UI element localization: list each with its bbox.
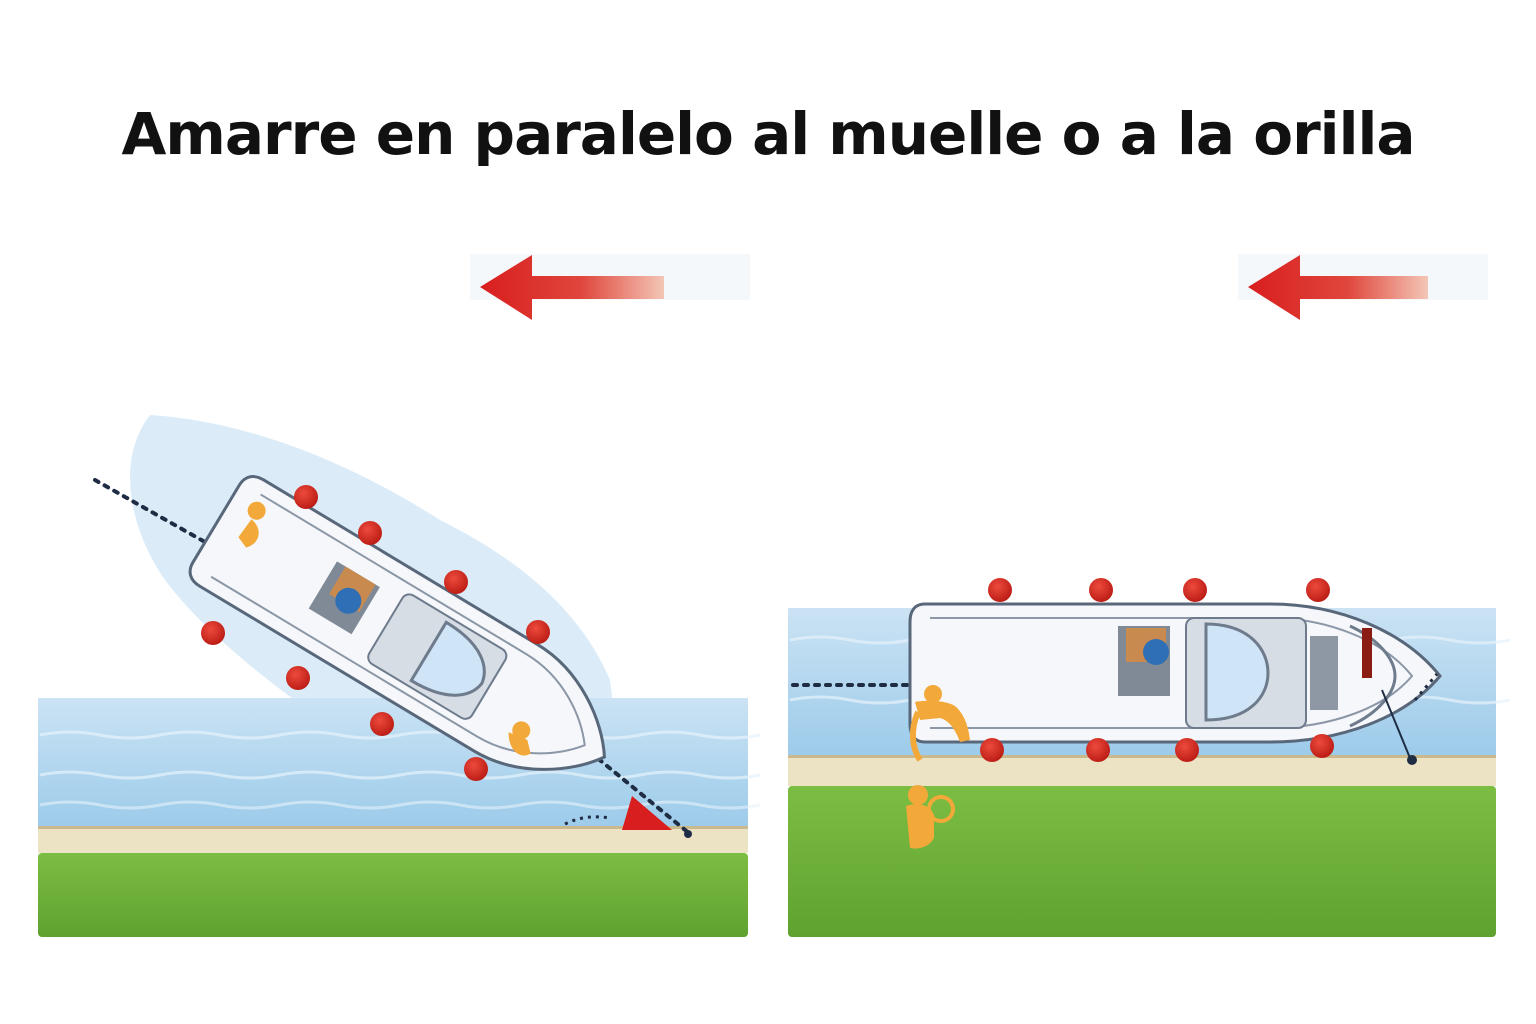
crew-member-stern — [238, 501, 266, 548]
crew-member-bow — [508, 721, 531, 756]
bow-line-right — [1381, 689, 1411, 759]
fenders-left — [201, 485, 550, 781]
current-direction-arrow-left — [470, 254, 750, 320]
crew-member-shore — [906, 785, 955, 849]
dock-cleat-icon — [684, 830, 692, 838]
grass-right — [788, 786, 1496, 937]
mooring-point-marker — [622, 796, 672, 830]
helmsman-icon-right — [1143, 639, 1169, 665]
panel-left — [38, 254, 761, 937]
boat-approaching — [188, 475, 606, 771]
rope-coil-icon — [927, 795, 955, 823]
bow-line — [588, 750, 692, 836]
approach-path-line — [93, 478, 230, 557]
dock-edge-left — [38, 827, 748, 853]
crew-member-stepping-off — [910, 685, 970, 762]
panel-right — [788, 254, 1511, 937]
grass-left — [38, 853, 748, 937]
dock-edge-right — [788, 756, 1496, 786]
page-title: Amarre en paralelo al muelle o a la oril… — [121, 100, 1416, 168]
boat-moored — [908, 602, 1442, 744]
fenders-right — [980, 578, 1334, 762]
helmsman-icon — [335, 587, 362, 614]
current-direction-arrow-right — [1238, 254, 1488, 320]
dock-cleat-icon-right — [1407, 755, 1417, 765]
